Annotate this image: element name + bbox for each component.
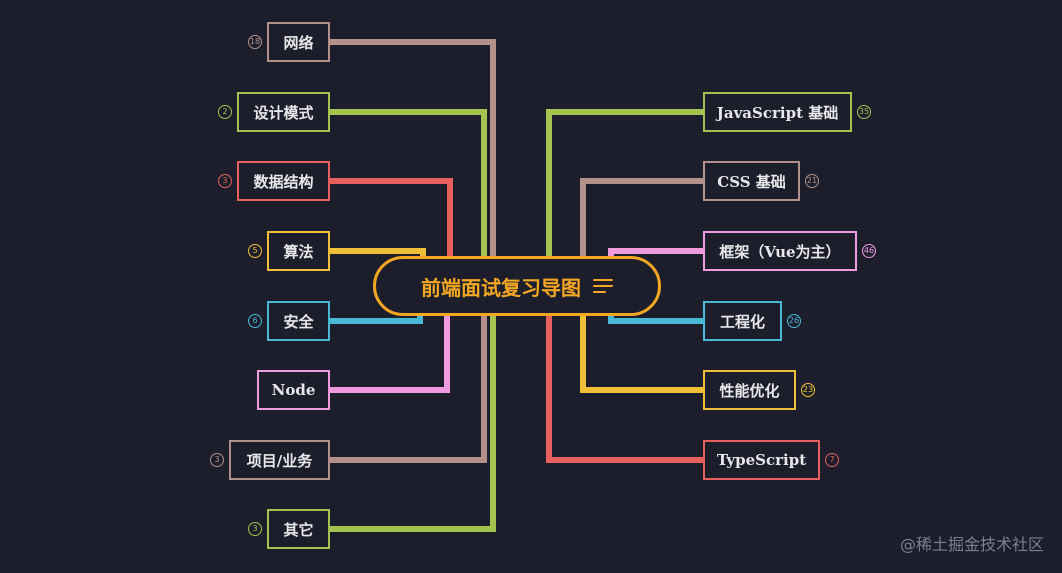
root-topic[interactable]: 前端面试复习导图 [373, 256, 661, 316]
connector-left-0 [330, 39, 496, 286]
notes-icon[interactable] [593, 278, 613, 294]
subtopic-count-badge[interactable]: 18 [248, 35, 262, 49]
topic-label: 网络 [283, 33, 314, 52]
left-topic-4[interactable]: 安全 [267, 301, 330, 341]
right-topic-5[interactable]: TypeScript [703, 440, 820, 480]
topic-label: 设计模式 [253, 103, 314, 122]
topic-label: 数据结构 [253, 172, 314, 191]
watermark: @稀土掘金技术社区 [899, 535, 1044, 554]
topic-label: 工程化 [719, 312, 765, 331]
left-topic-5[interactable]: Node [257, 370, 330, 410]
topic-label: 其它 [283, 520, 314, 539]
topic-label: 框架（Vue为主） [719, 242, 841, 261]
right-topic-1[interactable]: CSS 基础 [703, 161, 800, 201]
subtopic-count-badge[interactable]: 3 [210, 453, 224, 467]
right-topic-0[interactable]: JavaScript 基础 [703, 92, 852, 132]
topic-label: Node [271, 381, 316, 399]
topic-label: CSS 基础 [717, 172, 786, 191]
right-topic-3[interactable]: 工程化 [703, 301, 782, 341]
subtopic-count-badge[interactable]: 26 [787, 314, 801, 328]
left-topic-3[interactable]: 算法 [267, 231, 330, 271]
topic-label: TypeScript [716, 451, 807, 469]
connector-right-1 [580, 178, 703, 286]
connector-left-7 [330, 286, 496, 532]
subtopic-count-badge[interactable]: 3 [218, 174, 232, 188]
right-topic-4[interactable]: 性能优化 [703, 370, 796, 410]
root-topic-title: 前端面试复习导图 [421, 275, 581, 300]
connector-left-6 [330, 286, 487, 463]
connector-left-1 [330, 109, 487, 286]
topic-label: 算法 [283, 242, 314, 261]
left-topic-1[interactable]: 设计模式 [237, 92, 330, 132]
subtopic-count-badge[interactable]: 2 [218, 105, 232, 119]
subtopic-count-badge[interactable]: 46 [862, 244, 876, 258]
left-topic-6[interactable]: 项目/业务 [229, 440, 330, 480]
connector-right-5 [546, 286, 703, 463]
connector-right-4 [580, 286, 703, 393]
subtopic-count-badge[interactable]: 35 [857, 105, 871, 119]
left-topic-0[interactable]: 网络 [267, 22, 330, 62]
subtopic-count-badge[interactable]: 7 [825, 453, 839, 467]
left-topic-7[interactable]: 其它 [267, 509, 330, 549]
subtopic-count-badge[interactable]: 23 [801, 383, 815, 397]
topic-label: JavaScript 基础 [716, 103, 839, 122]
topic-label: 安全 [283, 312, 314, 331]
subtopic-count-badge[interactable]: 3 [248, 522, 262, 536]
subtopic-count-badge[interactable]: 5 [248, 244, 262, 258]
right-topic-2[interactable]: 框架（Vue为主） [703, 231, 857, 271]
subtopic-count-badge[interactable]: 21 [805, 174, 819, 188]
connector-left-5 [330, 286, 450, 393]
topic-label: 项目/业务 [246, 451, 313, 470]
topic-label: 性能优化 [719, 381, 780, 400]
subtopic-count-badge[interactable]: 6 [248, 314, 262, 328]
left-topic-2[interactable]: 数据结构 [237, 161, 330, 201]
connector-left-2 [330, 178, 453, 286]
connector-right-0 [546, 109, 703, 286]
